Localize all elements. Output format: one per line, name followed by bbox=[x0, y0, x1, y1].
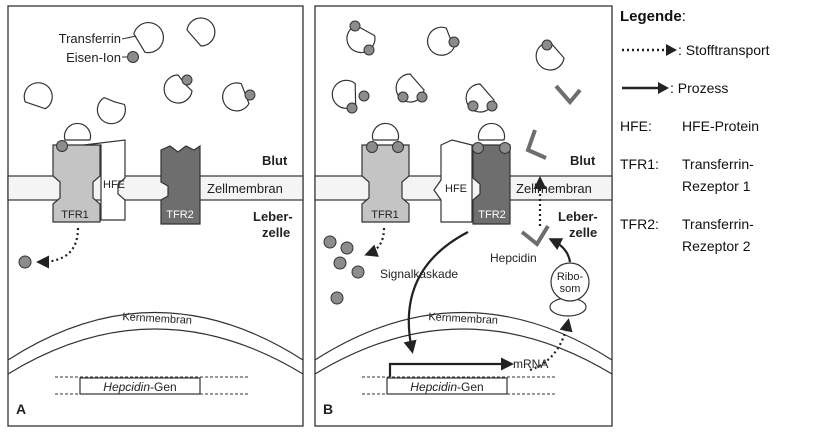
iron-ion-released bbox=[333, 256, 347, 270]
label-zelle-a: zelle bbox=[262, 225, 290, 240]
hepcidin-molecule bbox=[520, 224, 550, 247]
iron-ion-released bbox=[340, 241, 354, 255]
label-zellmembran-b: Zellmembran bbox=[516, 181, 592, 196]
translation-arrow bbox=[548, 238, 572, 263]
transferrin-with-iron bbox=[465, 83, 498, 113]
panel-b: Hepcidin-Gen mRNA TFR1 HFE TFR2 bbox=[314, 5, 613, 427]
hepcidin-gene-box-b bbox=[386, 377, 508, 395]
hepcidin-molecule bbox=[554, 84, 582, 106]
transferrin-with-iron bbox=[395, 73, 428, 103]
svg-text:Hepcidin-Gen: Hepcidin-Gen bbox=[103, 380, 176, 394]
label-tfr1-a: TFR1 bbox=[61, 209, 89, 221]
legend-def: Transferrin-Rezeptor 2 bbox=[682, 216, 754, 254]
tfr2-receptor-a bbox=[160, 144, 201, 225]
label-hfe-a: HFE bbox=[103, 179, 125, 191]
transferrin-empty bbox=[133, 22, 164, 54]
gene-suffix-a: -Gen bbox=[150, 380, 177, 394]
label-hfe-b: HFE bbox=[445, 183, 467, 195]
gene-name-a: Hepcidin bbox=[103, 380, 150, 394]
label-zelle-b: zelle bbox=[569, 225, 597, 240]
iron-ion-released bbox=[351, 265, 365, 279]
label-tfr1-b: TFR1 bbox=[371, 209, 399, 221]
transferrin-with-iron bbox=[163, 74, 193, 104]
legend-title-text: Legende bbox=[620, 8, 682, 25]
label-kernmembran-a: Kernmembran bbox=[122, 311, 192, 327]
panel-a: Hepcidin-Gen Transferrin Eisen-Ion TFR1 … bbox=[7, 5, 304, 427]
tfr2-receptor-b bbox=[472, 144, 511, 225]
legend-def: HFE-Protein bbox=[682, 118, 760, 134]
transport-arrow-b bbox=[364, 227, 386, 257]
legend-process-label: : Prozess bbox=[670, 80, 729, 96]
legend-title-suffix: : bbox=[681, 8, 686, 25]
nuclear-membrane-a bbox=[7, 312, 304, 361]
label-blut-b: Blut bbox=[570, 153, 596, 168]
hfe-protein-a bbox=[83, 139, 126, 221]
svg-text:Hepcidin-Gen: Hepcidin-Gen bbox=[410, 380, 483, 394]
legend-abbr: TFR1: bbox=[620, 156, 659, 172]
transferrin-empty bbox=[23, 82, 53, 110]
legend: Legende: : Stofftransport : Prozess HFE:… bbox=[620, 8, 810, 273]
legend-title: Legende: bbox=[620, 8, 810, 25]
legend-abbr: HFE: bbox=[620, 118, 652, 134]
mrna-transport-arrow bbox=[529, 318, 573, 372]
solid-arrow-icon bbox=[622, 82, 669, 94]
label-tfr2-a: TFR2 bbox=[166, 209, 194, 221]
panel-letter-a: A bbox=[16, 401, 26, 417]
legend-abbr: TFR2: bbox=[620, 216, 659, 232]
transferrin-with-iron bbox=[222, 82, 256, 112]
iron-ion-released bbox=[18, 255, 32, 269]
iron-ion-released bbox=[323, 235, 337, 249]
legend-transport-row: : Stofftransport bbox=[620, 39, 810, 61]
legend-def: Transferrin-Rezeptor 1 bbox=[682, 156, 754, 194]
label-blut-a: Blut bbox=[262, 153, 288, 168]
transferrin-with-iron bbox=[331, 79, 370, 114]
transferrin-with-iron bbox=[426, 26, 460, 56]
transferrin-with-iron bbox=[346, 20, 376, 56]
iron-ion-sample bbox=[127, 51, 139, 63]
tfr1-receptor-b bbox=[361, 144, 410, 223]
label-eisen-ion: Eisen-Ion bbox=[66, 50, 121, 65]
label-zellmembran-a: Zellmembran bbox=[207, 181, 283, 196]
label-mrna: mRNA bbox=[513, 357, 548, 371]
label-signalkaskade: Signalkaskade bbox=[380, 267, 458, 281]
hepcidin-molecule bbox=[525, 129, 547, 160]
legend-entry-hfe: HFE: HFE-Protein bbox=[620, 115, 810, 137]
label-ribo: Ribo- bbox=[557, 271, 584, 283]
hfe-protein-b bbox=[433, 139, 473, 223]
tfr1-receptor-a bbox=[52, 144, 101, 223]
label-kernmembran-b: Kernmembran bbox=[428, 311, 498, 327]
iron-ion-released bbox=[330, 291, 344, 305]
legend-process-row: : Prozess bbox=[620, 77, 810, 99]
label-transferrin: Transferrin bbox=[59, 31, 121, 46]
label-tfr2-b: TFR2 bbox=[478, 209, 506, 221]
transferrin-with-iron bbox=[535, 39, 565, 71]
ribosome-large-subunit bbox=[550, 262, 590, 302]
dotted-arrow-icon bbox=[622, 44, 677, 56]
signal-cascade-arrow bbox=[403, 231, 469, 354]
legend-entry-tfr2: TFR2: Transferrin-Rezeptor 2 bbox=[620, 213, 810, 257]
label-som: som bbox=[560, 283, 581, 295]
transcription-arrow bbox=[388, 357, 514, 377]
label-leber-a: Leber- bbox=[253, 209, 293, 224]
hepcidin-gene-box-a bbox=[79, 377, 201, 395]
transport-arrow-a bbox=[36, 227, 80, 269]
legend-entry-tfr1: TFR1: Transferrin-Rezeptor 1 bbox=[620, 153, 810, 197]
label-hepcidin: Hepcidin bbox=[490, 251, 537, 265]
label-leber-b: Leber- bbox=[558, 209, 598, 224]
panel-letter-b: B bbox=[323, 401, 333, 417]
gene-suffix-b: -Gen bbox=[457, 380, 484, 394]
transferrin-empty bbox=[96, 96, 126, 125]
gene-name-b: Hepcidin bbox=[410, 380, 457, 394]
transferrin-empty bbox=[186, 17, 216, 47]
legend-transport-label: : Stofftransport bbox=[678, 42, 770, 58]
nuclear-membrane-b bbox=[314, 312, 613, 361]
